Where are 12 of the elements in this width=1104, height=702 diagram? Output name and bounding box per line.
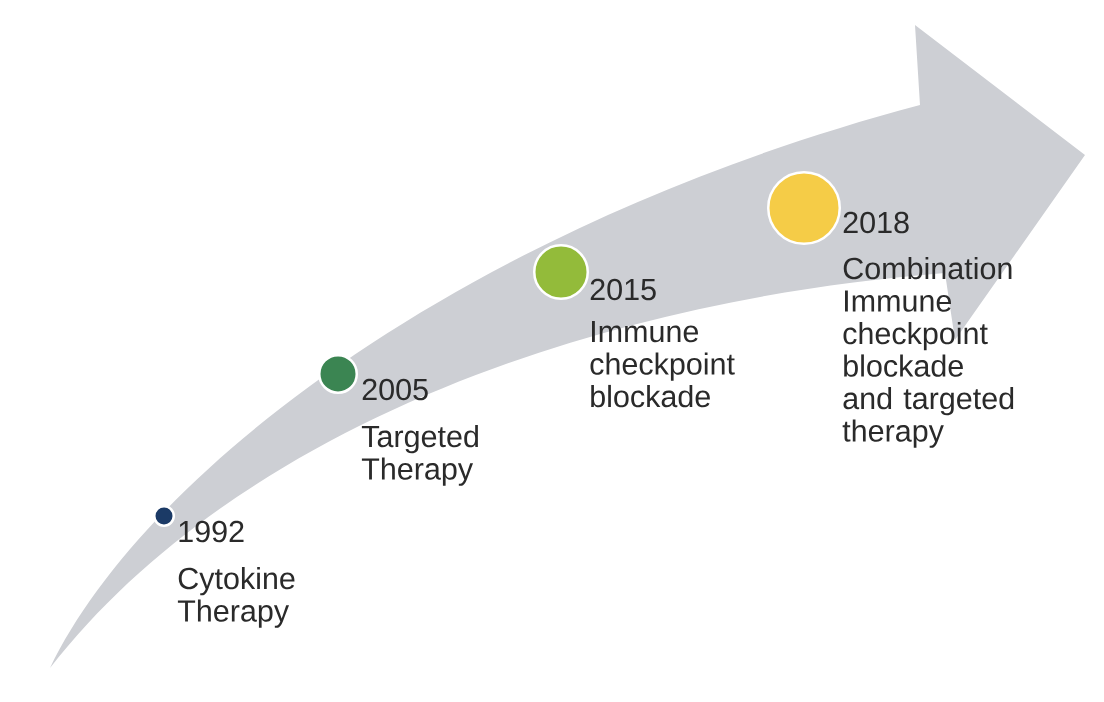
milestone-dot — [533, 244, 589, 300]
year-label: 2015 — [590, 278, 656, 301]
year-label: 1992 — [179, 520, 244, 543]
milestone-dot — [318, 354, 358, 394]
year-label: 2005 — [362, 378, 428, 401]
milestone-label: Targeted Therapy — [361, 424, 478, 486]
milestone-label: Cytokine Therapy — [177, 566, 295, 628]
year-label: 2018 — [843, 211, 909, 234]
milestone-dot — [153, 505, 175, 527]
milestone-label: Immune checkpoint blockade — [590, 321, 735, 408]
milestone-label: Combination Immune checkpoint blockade and targeted therapy — [842, 256, 1014, 448]
milestone-dot — [767, 171, 841, 245]
